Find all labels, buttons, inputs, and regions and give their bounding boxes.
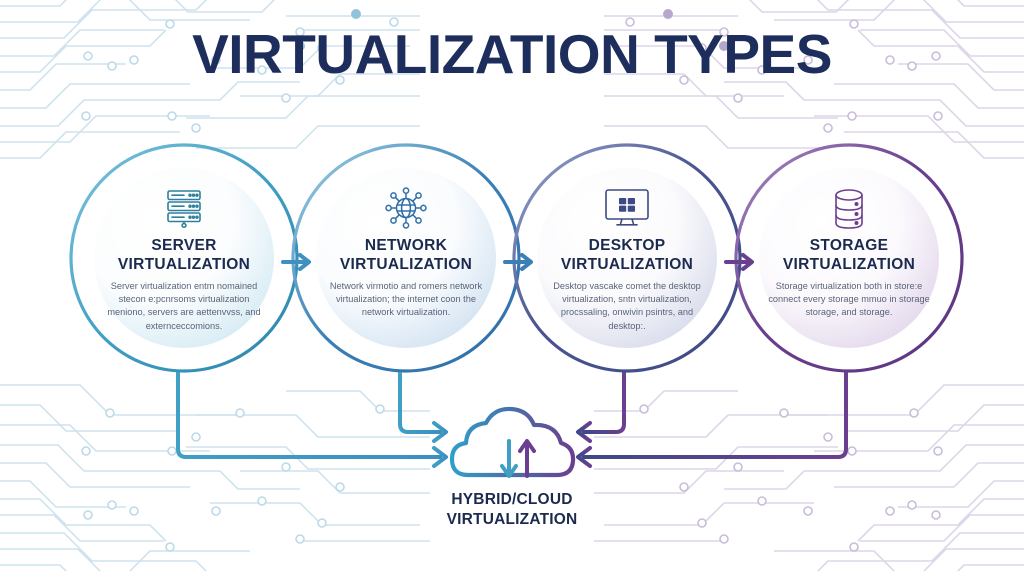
- connector-server-to-cloud: [176, 372, 448, 468]
- connector-network-to-cloud: [398, 372, 448, 443]
- connector-desktop-to-cloud: [576, 372, 626, 443]
- arrow-network-to-desktop: [503, 253, 533, 271]
- ring-storage: [734, 143, 964, 373]
- arrow-desktop-to-storage: [724, 253, 754, 271]
- ring-network: [291, 143, 521, 373]
- arrow-server-to-network: [281, 253, 311, 271]
- cloud-sync-icon: [449, 406, 576, 478]
- page-title: VIRTUALIZATION TYPES: [192, 23, 832, 85]
- ring-desktop: [512, 143, 742, 373]
- cloud-label: HYBRID/CLOUD VIRTUALIZATION: [446, 491, 578, 529]
- connector-storage-to-cloud: [576, 372, 848, 468]
- ring-server: [69, 143, 299, 373]
